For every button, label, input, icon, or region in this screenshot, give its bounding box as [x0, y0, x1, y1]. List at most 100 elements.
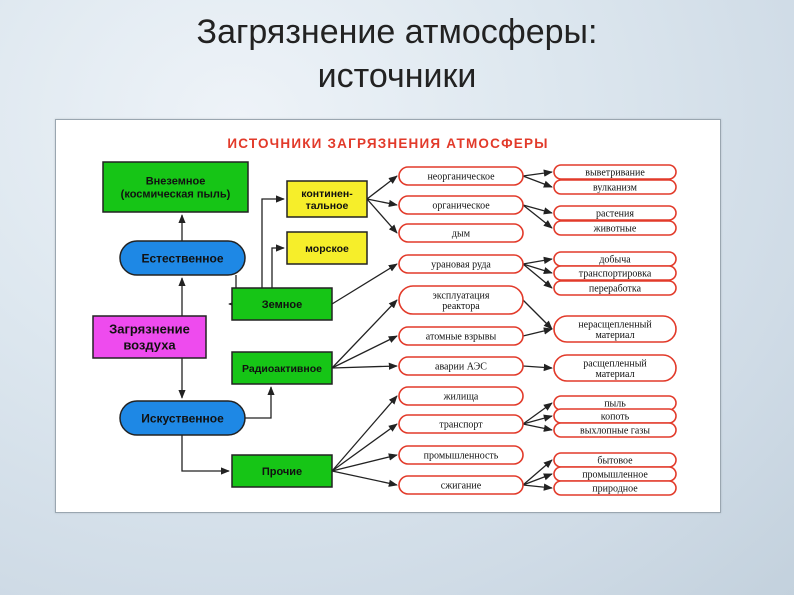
- node-radioactive-label: Радиоактивное: [242, 363, 322, 375]
- to-right-item-1: [522, 169, 553, 177]
- right-item-2-label: вулканизм: [593, 183, 638, 194]
- mid-item-6: [398, 326, 524, 346]
- node-other-label: Прочие: [262, 466, 302, 478]
- terrestrial-to-continental: [261, 195, 285, 288]
- slide-title-line-2: источники: [317, 57, 477, 95]
- right-item-12: [553, 422, 677, 438]
- right-item-5-label: добыча: [599, 255, 631, 266]
- to-right-item-13: [522, 459, 553, 486]
- right-item-2: [553, 179, 677, 195]
- node-continental: [286, 180, 368, 218]
- mid-item-11: [398, 475, 524, 495]
- to-right-item-2: [522, 175, 553, 188]
- to-right-item-8: [522, 327, 553, 337]
- right-item-6-label: транспортировка: [579, 269, 652, 280]
- mid-item-9: [398, 414, 524, 434]
- to-right-item-12: [522, 423, 553, 432]
- artificial-to-radioactive: [245, 386, 275, 419]
- terrestrial-to-marine: [271, 244, 285, 288]
- mid-item-8: [398, 386, 524, 406]
- to-right-item-5: [522, 256, 553, 265]
- mid-item-1-label: неорганическое: [427, 172, 495, 183]
- node-natural: [119, 240, 246, 276]
- to-mid-item-1: [366, 175, 398, 200]
- mid-item-8-label: жилища: [443, 392, 479, 403]
- right-item-7: [553, 280, 677, 296]
- node-terrestrial: [231, 287, 333, 321]
- node-extraterrestrial: [102, 161, 249, 213]
- to-mid-item-3: [366, 198, 398, 234]
- node-marine: [286, 231, 368, 265]
- nodes: Внеземное(космическая пыль) ЕстественноеЗ…: [92, 161, 677, 496]
- mid-item-3-label: дым: [452, 229, 471, 240]
- to-mid-item-9: [331, 423, 398, 472]
- node-artificial-label: Искуственное: [141, 411, 224, 425]
- mid-item-2-label: органическое: [432, 201, 490, 212]
- artificial-to-other: [181, 435, 230, 475]
- node-natural-label: Естественное: [141, 251, 223, 265]
- mid-item-4-label: урановая руда: [431, 260, 491, 271]
- to-right-item-7: [522, 263, 553, 289]
- right-item-13-label: бытовое: [597, 456, 633, 467]
- right-item-10-label: пыль: [604, 399, 626, 410]
- to-right-item-8: [522, 299, 553, 330]
- right-item-15-label: природное: [592, 484, 638, 495]
- to-mid-item-10: [331, 453, 398, 472]
- node-artificial: [119, 400, 246, 436]
- right-item-11-label: копоть: [601, 412, 630, 423]
- mid-item-7: [398, 356, 524, 376]
- to-right-item-11: [522, 414, 553, 425]
- right-item-14-label: промышленное: [582, 470, 648, 481]
- connectors: [178, 169, 553, 491]
- node-root: [92, 315, 207, 359]
- node-extraterrestrial-label: Внеземное(космическая пыль): [121, 175, 231, 200]
- to-right-item-15: [522, 483, 553, 491]
- to-right-item-6: [522, 263, 553, 275]
- to-mid-item-11: [331, 470, 398, 487]
- to-mid-item-7: [331, 362, 398, 370]
- right-item-3: [553, 205, 677, 221]
- slide-title-line-1: Загрязнение атмосферы:: [196, 13, 598, 51]
- mid-item-10: [398, 445, 524, 465]
- mid-item-6-label: атомные взрывы: [426, 332, 497, 343]
- to-right-item-10: [522, 402, 553, 425]
- to-mid-item-8: [331, 395, 398, 472]
- node-terrestrial-label: Земное: [262, 299, 302, 311]
- mid-item-2: [398, 195, 524, 215]
- mid-item-3: [398, 223, 524, 243]
- mid-item-5: [398, 285, 524, 315]
- to-right-item-3: [522, 204, 553, 215]
- mid-item-9-label: транспорт: [439, 420, 483, 431]
- slide-title: Загрязнение атмосферы: источники: [0, 10, 794, 98]
- mid-item-1: [398, 166, 524, 186]
- right-item-12-label: выхлопные газы: [580, 426, 650, 437]
- to-mid-item-4: [331, 263, 398, 305]
- mid-item-11-label: сжигание: [441, 481, 482, 492]
- right-item-4-label: животные: [593, 224, 637, 235]
- diagram-canvas: ИСТОЧНИКИ ЗАГРЯЗНЕНИЯ АТМОСФЕРЫ Внеземно…: [92, 136, 677, 496]
- to-right-item-14: [522, 473, 553, 486]
- right-item-3-label: растения: [596, 209, 634, 220]
- node-radioactive: [231, 351, 333, 385]
- mid-item-4: [398, 254, 524, 274]
- to-mid-item-2: [366, 198, 398, 207]
- right-item-7-label: переработка: [589, 284, 642, 295]
- right-item-4: [553, 220, 677, 236]
- right-item-1-label: выветривание: [585, 168, 645, 179]
- to-right-item-9: [522, 363, 553, 372]
- diagram-panel: ИСТОЧНИКИ ЗАГРЯЗНЕНИЯ АТМОСФЕРЫ Внеземно…: [55, 119, 721, 513]
- to-mid-item-5: [331, 299, 398, 369]
- right-item-9: [553, 354, 677, 382]
- right-item-8: [553, 315, 677, 343]
- to-right-item-4: [522, 204, 553, 229]
- to-mid-item-6: [331, 335, 398, 369]
- node-other: [231, 454, 333, 488]
- right-item-1: [553, 164, 677, 180]
- node-continental-label: континен-тальное: [301, 188, 353, 212]
- mid-item-10-label: промышленность: [424, 451, 499, 462]
- right-item-6: [553, 265, 677, 281]
